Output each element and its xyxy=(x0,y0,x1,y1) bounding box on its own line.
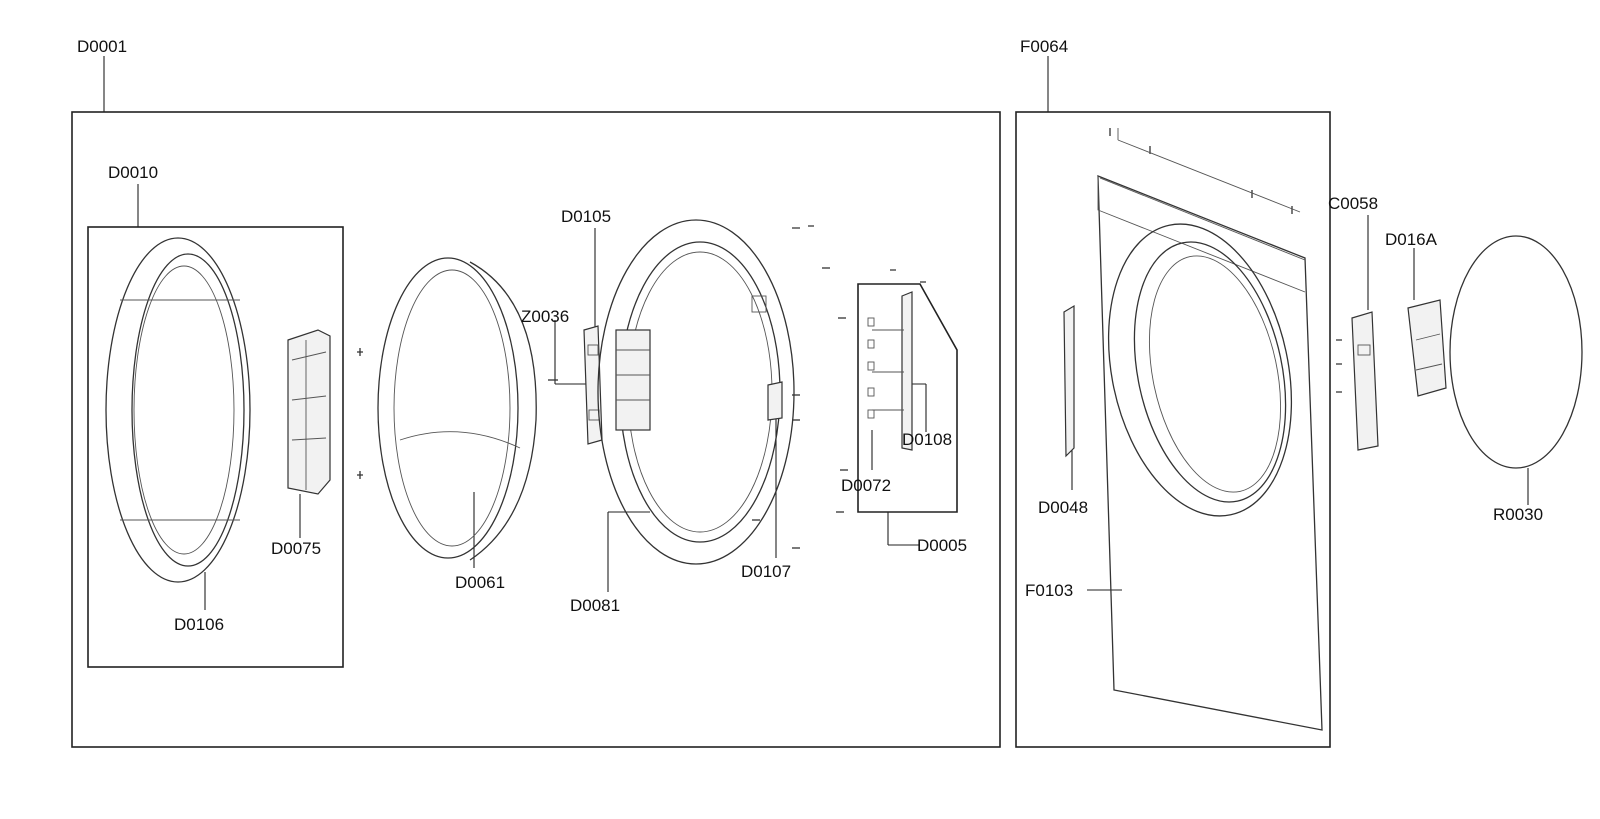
label-d0005: D0005 xyxy=(917,536,967,555)
label-z0036: Z0036 xyxy=(521,307,569,326)
label-d0105: D0105 xyxy=(561,207,611,226)
handle-strip-part xyxy=(1063,304,1075,458)
door-ring-subframe xyxy=(87,226,344,668)
screw-icon-group xyxy=(357,128,1342,549)
label-d0072: D0072 xyxy=(841,476,891,495)
hinge-subframe xyxy=(857,283,958,513)
label-d0108: D0108 xyxy=(902,430,952,449)
label-d0106: D0106 xyxy=(174,615,224,634)
label-d0048: D0048 xyxy=(1038,498,1088,517)
cover-sheet-part xyxy=(1449,235,1583,469)
lock-switch-part xyxy=(1407,299,1447,397)
label-d0107: D0107 xyxy=(741,562,791,581)
label-c0058: C0058 xyxy=(1328,194,1378,213)
front-panel-part xyxy=(1097,128,1323,731)
door-ring-part xyxy=(105,237,251,583)
door-assembly-frame xyxy=(71,111,1001,748)
label-f0064: F0064 xyxy=(1020,37,1068,56)
label-f0103: F0103 xyxy=(1025,581,1073,600)
handle-module-part xyxy=(287,329,331,495)
label-d0061: D0061 xyxy=(455,573,505,592)
label-d0075: D0075 xyxy=(271,539,321,558)
latch-part xyxy=(767,381,783,421)
label-r0030: R0030 xyxy=(1493,505,1543,524)
bracket-part xyxy=(1351,311,1379,451)
label-d0001: D0001 xyxy=(77,37,127,56)
front-panel-frame xyxy=(1015,111,1331,748)
label-d0081: D0081 xyxy=(570,596,620,615)
label-d0010: D0010 xyxy=(108,163,158,182)
hinge-part xyxy=(867,291,913,451)
leader-lines xyxy=(103,56,1529,610)
label-d016a: D016A xyxy=(1385,230,1438,249)
inner-glass-part xyxy=(377,257,537,561)
